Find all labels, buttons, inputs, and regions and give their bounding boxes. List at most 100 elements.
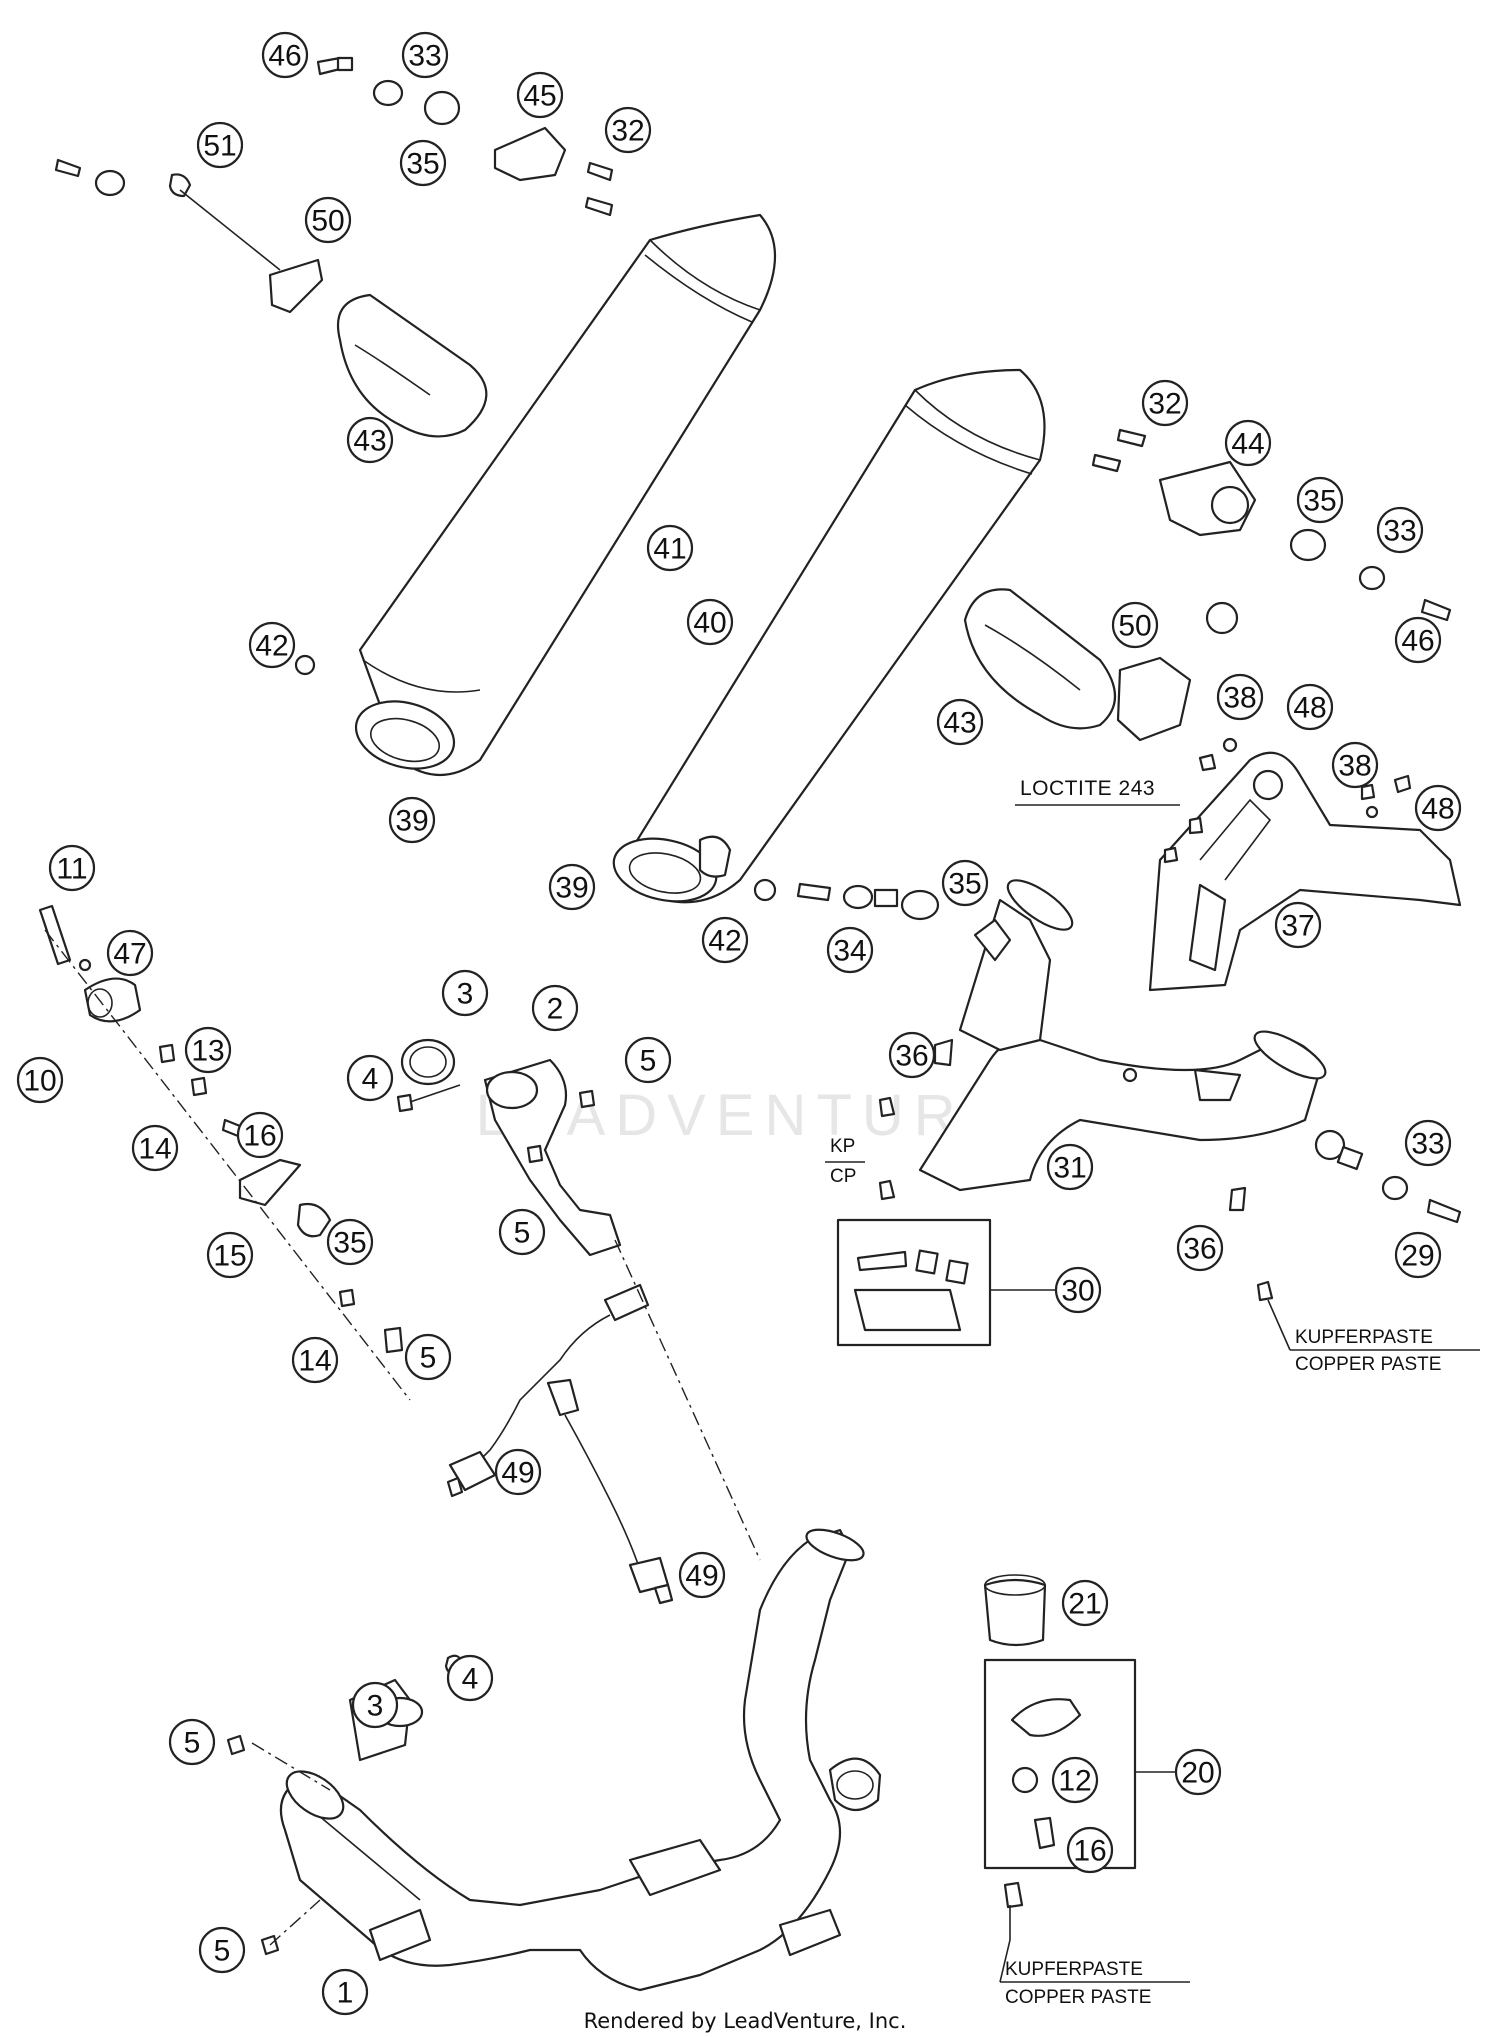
- svg-text:5: 5: [514, 1217, 531, 1250]
- note-loctite: LOCTITE 243: [1020, 777, 1155, 800]
- note-copper-paste-bottom: COPPER PASTE: [1005, 1987, 1151, 2008]
- oxygen-sensors-49: [446, 1283, 674, 1605]
- svg-text:38: 38: [1223, 682, 1256, 715]
- svg-text:36: 36: [895, 1040, 928, 1073]
- svg-text:45: 45: [523, 80, 556, 113]
- svg-text:39: 39: [395, 805, 428, 838]
- fasteners-38-48: [1163, 737, 1412, 864]
- svg-text:29: 29: [1401, 1240, 1434, 1273]
- svg-text:4: 4: [462, 1663, 479, 1696]
- svg-text:38: 38: [1338, 750, 1371, 783]
- svg-text:33: 33: [1411, 1128, 1444, 1161]
- callout-3: 3: [351, 1681, 399, 1729]
- callout-20: 20: [1174, 1748, 1222, 1796]
- svg-text:48: 48: [1421, 793, 1454, 826]
- callout-33: 33: [1404, 1119, 1452, 1167]
- svg-text:36: 36: [1183, 1233, 1216, 1266]
- callout-30: 30: [1054, 1266, 1102, 1314]
- svg-text:47: 47: [113, 938, 146, 971]
- svg-text:46: 46: [1401, 625, 1434, 658]
- bracket-37: [1148, 751, 1462, 992]
- assembly-notes: LOCTITE 243 KP CP KUPFERPASTE COPPER PAS…: [825, 777, 1480, 2008]
- callout-47: 47: [106, 929, 154, 977]
- svg-text:48: 48: [1293, 692, 1326, 725]
- svg-text:14: 14: [298, 1345, 331, 1378]
- callout-35: 35: [326, 1218, 374, 1266]
- svg-text:39: 39: [555, 872, 588, 905]
- svg-text:43: 43: [353, 425, 386, 458]
- callout-42: 42: [701, 916, 749, 964]
- callout-35: 35: [1296, 476, 1344, 524]
- svg-text:50: 50: [1118, 610, 1151, 643]
- callout-50: 50: [304, 196, 352, 244]
- left-clamp-stack: [38, 904, 411, 1401]
- callout-3: 3: [441, 969, 489, 1017]
- callout-10: 10: [16, 1056, 64, 1104]
- callout-13: 13: [184, 1026, 232, 1074]
- svg-text:34: 34: [833, 935, 866, 968]
- callout-45: 45: [516, 71, 564, 119]
- muffler-41: [354, 213, 776, 777]
- svg-text:16: 16: [1073, 1835, 1106, 1868]
- callout-35: 35: [941, 859, 989, 907]
- callout-43: 43: [346, 416, 394, 464]
- callout-16: 16: [236, 1111, 284, 1159]
- callout-48: 48: [1286, 683, 1334, 731]
- svg-text:5: 5: [640, 1045, 657, 1078]
- callout-2: 2: [531, 984, 579, 1032]
- svg-text:41: 41: [653, 533, 686, 566]
- svg-text:35: 35: [948, 868, 981, 901]
- callout-5: 5: [404, 1333, 452, 1381]
- callout-49: 49: [678, 1551, 726, 1599]
- upper-right-hardware: [294, 428, 1452, 902]
- callout-38: 38: [1331, 741, 1379, 789]
- callout-36: 36: [1176, 1224, 1224, 1272]
- svg-text:5: 5: [214, 1935, 231, 1968]
- svg-text:35: 35: [406, 148, 439, 181]
- callout-40: 40: [686, 598, 734, 646]
- svg-text:43: 43: [943, 707, 976, 740]
- callout-5: 5: [198, 1926, 246, 1974]
- note-kp: KP: [830, 1136, 855, 1157]
- callout-33: 33: [1376, 506, 1424, 554]
- header-pipe-1: [226, 1528, 882, 1992]
- svg-text:46: 46: [268, 40, 301, 73]
- svg-text:10: 10: [23, 1065, 56, 1098]
- svg-text:35: 35: [1303, 485, 1336, 518]
- kit-30: [836, 1218, 1055, 1347]
- svg-text:51: 51: [203, 130, 236, 163]
- callout-11: 11: [48, 844, 96, 892]
- callout-42: 42: [248, 621, 296, 669]
- note-copper-paste-right: COPPER PASTE: [1295, 1354, 1441, 1375]
- flange-2-gasket-3: [396, 1038, 761, 1561]
- svg-text:31: 31: [1053, 1152, 1086, 1185]
- svg-text:37: 37: [1281, 910, 1314, 943]
- callout-51: 51: [196, 121, 244, 169]
- callout-48: 48: [1414, 784, 1462, 832]
- svg-text:49: 49: [501, 1457, 534, 1490]
- svg-text:11: 11: [56, 853, 87, 886]
- note-kupferpaste-right: KUPFERPASTE: [1295, 1327, 1433, 1348]
- callout-31: 31: [1046, 1143, 1094, 1191]
- callout-43: 43: [936, 698, 984, 746]
- callout-33: 33: [401, 31, 449, 79]
- svg-text:42: 42: [708, 925, 741, 958]
- note-cp: CP: [830, 1166, 856, 1187]
- svg-text:33: 33: [408, 40, 441, 73]
- callout-12: 12: [1051, 1756, 1099, 1804]
- svg-text:21: 21: [1068, 1588, 1101, 1621]
- callout-16: 16: [1066, 1826, 1114, 1874]
- svg-text:44: 44: [1231, 428, 1264, 461]
- callout-14: 14: [131, 1124, 179, 1172]
- callout-46: 46: [261, 31, 309, 79]
- clamp-kit-20: [983, 1574, 1175, 1940]
- svg-text:35: 35: [333, 1227, 366, 1260]
- svg-text:5: 5: [420, 1342, 437, 1375]
- svg-text:2: 2: [547, 993, 564, 1026]
- callout-39: 39: [388, 796, 436, 844]
- upper-left-hardware: [54, 56, 614, 438]
- callout-14: 14: [291, 1336, 339, 1384]
- svg-text:42: 42: [255, 630, 288, 663]
